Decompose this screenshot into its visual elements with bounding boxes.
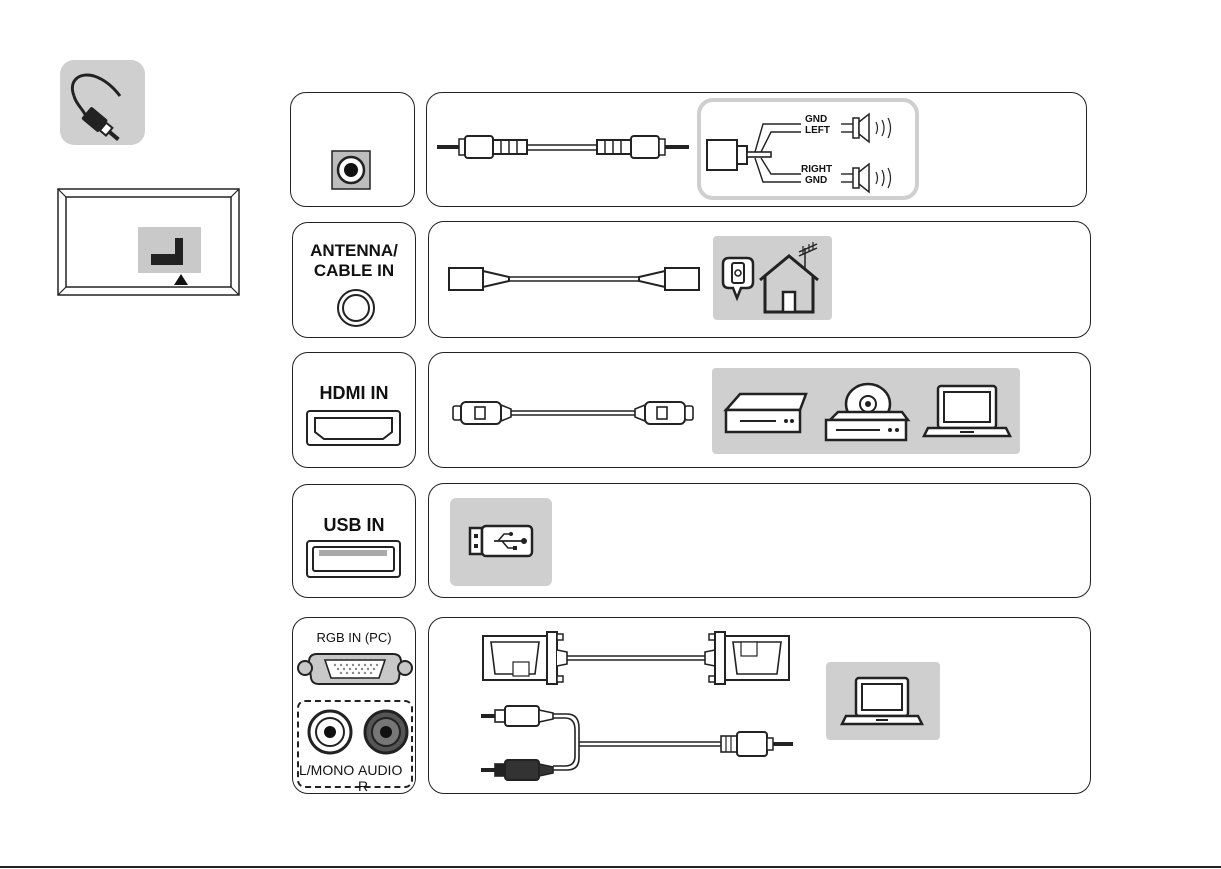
dvd-player-icon	[820, 368, 915, 454]
rca-to-3.5mm-cable-icon	[429, 618, 1092, 795]
right-channel-label: RIGHT	[801, 165, 832, 175]
page-bottom-rule	[0, 866, 1221, 868]
hdmi-devices-panel	[712, 368, 1020, 454]
antenna-port-box: ANTENNA/ CABLE IN	[292, 222, 416, 338]
audio-jacks-group: L/MONO AUDIO R	[297, 700, 413, 788]
hdmi-port-box: HDMI IN	[292, 352, 416, 468]
set-top-box-icon	[720, 368, 810, 454]
tv-rear-panel-icon	[57, 188, 240, 296]
wall-socket-and-house-antenna-icon	[713, 236, 832, 320]
rgb-laptop-panel	[826, 662, 940, 740]
laptop-icon	[826, 662, 940, 740]
audio-right-label: AUDIO R	[358, 762, 411, 794]
audio-out-port-box	[290, 92, 415, 207]
usb-port-box: USB IN	[292, 484, 416, 598]
laptop-icon	[924, 368, 1014, 454]
audio-left-label: L/MONO	[299, 762, 354, 778]
cable-connection-icon	[60, 60, 145, 145]
coaxial-jack-icon	[293, 223, 417, 339]
rgb-port-box: RGB IN (PC) L/MONO AUDIO R	[292, 617, 416, 794]
gnd-top-label: GND	[805, 115, 827, 125]
audio-out-jack-icon	[291, 93, 416, 208]
speaker-wiring-panel: GND LEFT RIGHT GND	[697, 98, 919, 200]
gnd-bottom-label: GND	[805, 176, 827, 186]
usb-port-icon	[293, 485, 417, 599]
hdmi-port-icon	[293, 353, 417, 469]
left-channel-label: LEFT	[805, 126, 830, 136]
rgb-connection-box	[428, 617, 1091, 794]
usb-drive-icon	[450, 498, 552, 586]
